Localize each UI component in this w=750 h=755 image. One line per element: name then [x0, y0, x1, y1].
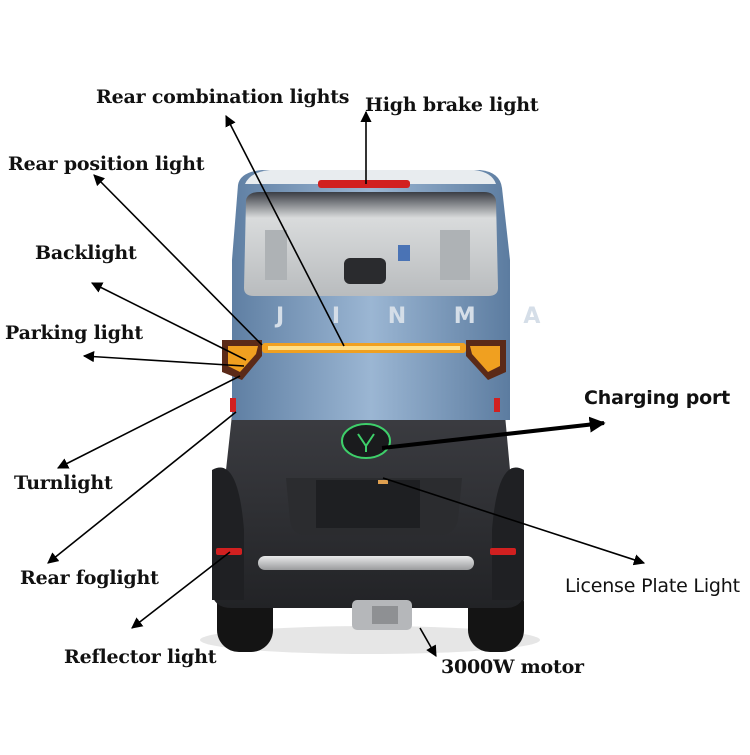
right-turn-light	[494, 398, 500, 412]
label-parking-light: Parking light	[5, 322, 143, 344]
window-sign	[398, 245, 410, 261]
right-arch	[492, 467, 524, 600]
motor-detail	[372, 606, 398, 624]
arrow-parking	[82, 351, 245, 367]
brand-lettering: J I N M A	[274, 304, 560, 329]
callout-lines	[47, 110, 646, 657]
left-reflector	[216, 548, 242, 555]
label-rear-combination-lights: Rear combination lights	[96, 86, 350, 108]
arrow-motor	[419, 627, 437, 657]
license-plate-light	[378, 480, 388, 484]
arrow-reflector	[131, 551, 231, 629]
arrow-license-plate	[382, 477, 646, 566]
license-plate-area	[316, 480, 420, 528]
right-reflector	[490, 548, 516, 555]
bumper-strip	[258, 556, 474, 570]
arrow-rear-foglight	[47, 411, 237, 564]
window-frame-right	[440, 230, 470, 280]
charging-port	[341, 423, 391, 459]
rear-window	[244, 192, 498, 296]
label-license-plate-light: License Plate Light	[565, 575, 740, 597]
left-arch	[212, 467, 244, 600]
label-turnlight: Turnlight	[14, 472, 113, 494]
roof-cap	[245, 170, 496, 184]
label-reflector-light: Reflector light	[64, 646, 217, 668]
label-high-brake-light: High brake light	[365, 94, 539, 116]
label-motor: 3000W motor	[441, 656, 584, 678]
left-turn-light	[230, 398, 236, 412]
high-brake-light	[318, 180, 410, 188]
arrow-backlight	[90, 282, 247, 361]
arrow-charging-port	[381, 416, 606, 450]
label-charging-port: Charging port	[584, 387, 731, 409]
label-rear-position-light: Rear position light	[8, 153, 205, 175]
arrow-rear-combination	[225, 115, 345, 347]
right-tail-lamp-glow	[470, 346, 500, 372]
arrow-rear-position	[93, 174, 263, 346]
charging-port-icon	[357, 433, 375, 452]
window-frame-left	[265, 230, 287, 280]
headrest	[344, 258, 386, 284]
arrow-turnlight	[57, 375, 241, 469]
label-rear-foglight: Rear foglight	[20, 567, 159, 589]
light-bar-inner	[268, 346, 460, 350]
ground-shadow	[200, 626, 540, 654]
label-backlight: Backlight	[35, 242, 137, 264]
